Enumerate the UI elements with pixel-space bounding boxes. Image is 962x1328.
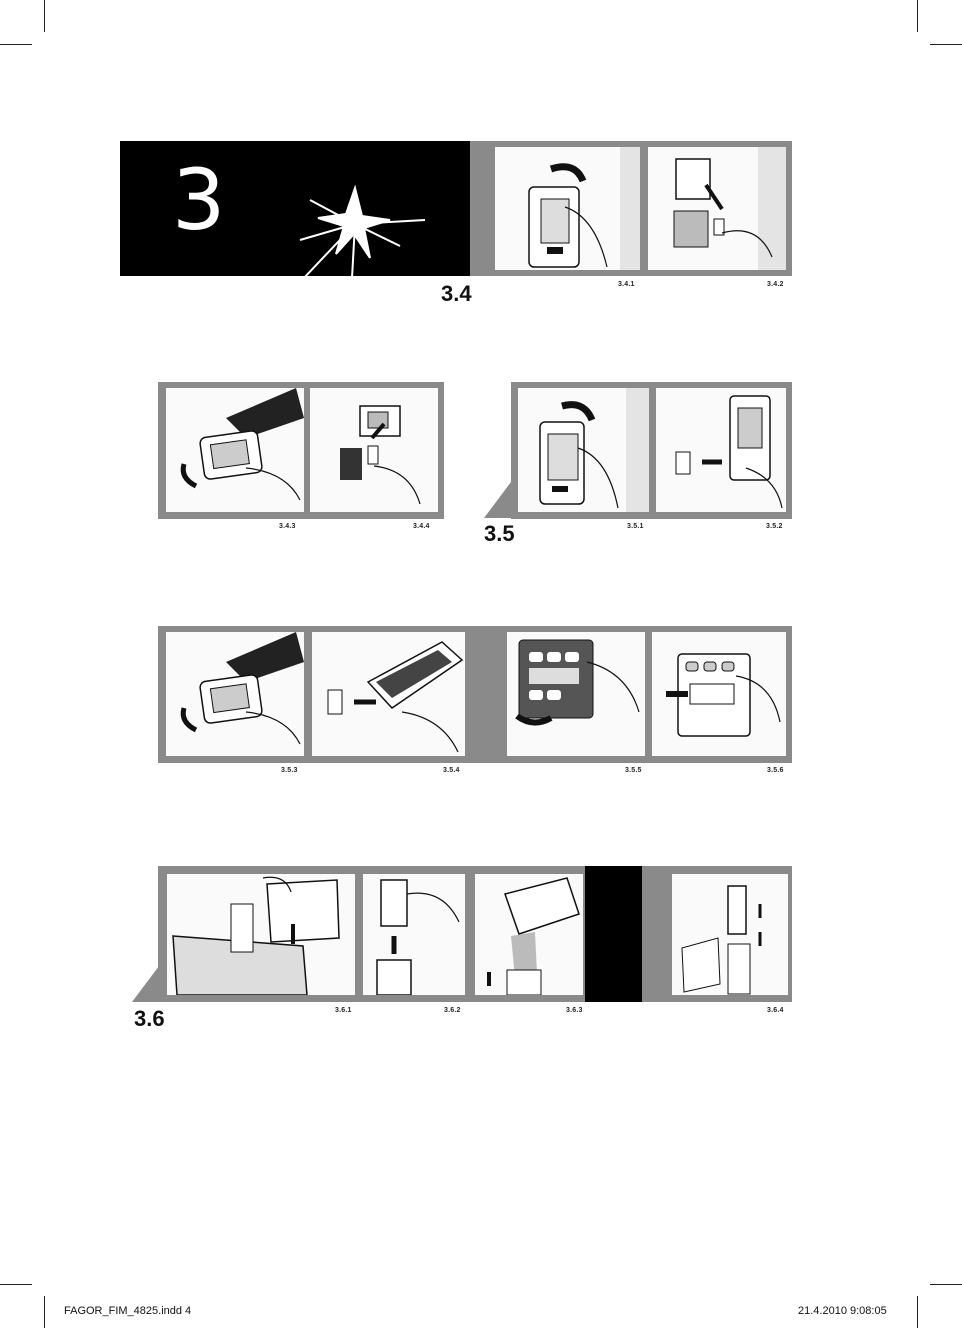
step-label-3-6-1: 3.6.1 <box>335 1007 352 1014</box>
sparkle-star-icon <box>299 184 426 280</box>
crop-mark <box>930 1284 962 1285</box>
section-label-3-4: 3.4 <box>441 281 472 306</box>
crop-mark <box>0 1284 32 1285</box>
illustration-3-5-2 <box>656 388 786 512</box>
step-label-3-5-5: 3.5.5 <box>625 767 642 774</box>
step-label-3-6-3: 3.6.3 <box>566 1007 583 1014</box>
step-label-3-5-1: 3.5.1 <box>627 523 644 530</box>
footer-datetime: 21.4.2010 9:08:05 <box>798 1305 887 1317</box>
footer-filename: FAGOR_FIM_4825.indd 4 <box>64 1305 192 1317</box>
illustration-3-5-6 <box>652 632 786 756</box>
section-label-3-5: 3.5 <box>484 521 515 546</box>
crop-mark <box>930 44 962 45</box>
step-label-3-5-2: 3.5.2 <box>766 523 783 530</box>
inset-black-3-6-3 <box>585 866 642 1002</box>
step-label-3-5-4: 3.5.4 <box>443 767 460 774</box>
crop-mark <box>917 0 918 32</box>
crop-mark <box>0 44 32 45</box>
illustration-3-6-3 <box>475 874 583 995</box>
crop-mark <box>44 1296 45 1328</box>
step-label-3-4-4: 3.4.4 <box>413 523 430 530</box>
crop-mark <box>44 0 45 32</box>
step-label-3-6-4: 3.6.4 <box>767 1007 784 1014</box>
step-label-3-4-2: 3.4.2 <box>767 281 784 288</box>
illustration-3-5-3 <box>166 632 304 756</box>
section-corner-3-5 <box>484 478 514 518</box>
illustration-3-5-5 <box>507 632 645 756</box>
illustration-3-4-3 <box>166 388 304 512</box>
illustration-3-5-4 <box>312 632 465 756</box>
illustration-3-6-2 <box>363 874 465 995</box>
chapter-banner <box>120 141 470 276</box>
illustration-3-4-1 <box>495 147 640 270</box>
section-label-3-6: 3.6 <box>134 1006 165 1031</box>
step-label-3-5-3: 3.5.3 <box>281 767 298 774</box>
crop-mark <box>917 1296 918 1328</box>
step-label-3-5-6: 3.5.6 <box>767 767 784 774</box>
step-label-3-4-1: 3.4.1 <box>618 281 635 288</box>
illustration-3-4-2 <box>648 147 786 270</box>
step-label-3-4-3: 3.4.3 <box>279 523 296 530</box>
illustration-3-6-1 <box>167 874 355 995</box>
section-corner-3-6 <box>132 962 162 1002</box>
chapter-number: 3 <box>172 151 226 249</box>
step-label-3-6-2: 3.6.2 <box>444 1007 461 1014</box>
illustration-3-5-1 <box>518 388 649 512</box>
illustration-3-4-4 <box>310 388 438 512</box>
illustration-3-6-4 <box>672 874 788 995</box>
